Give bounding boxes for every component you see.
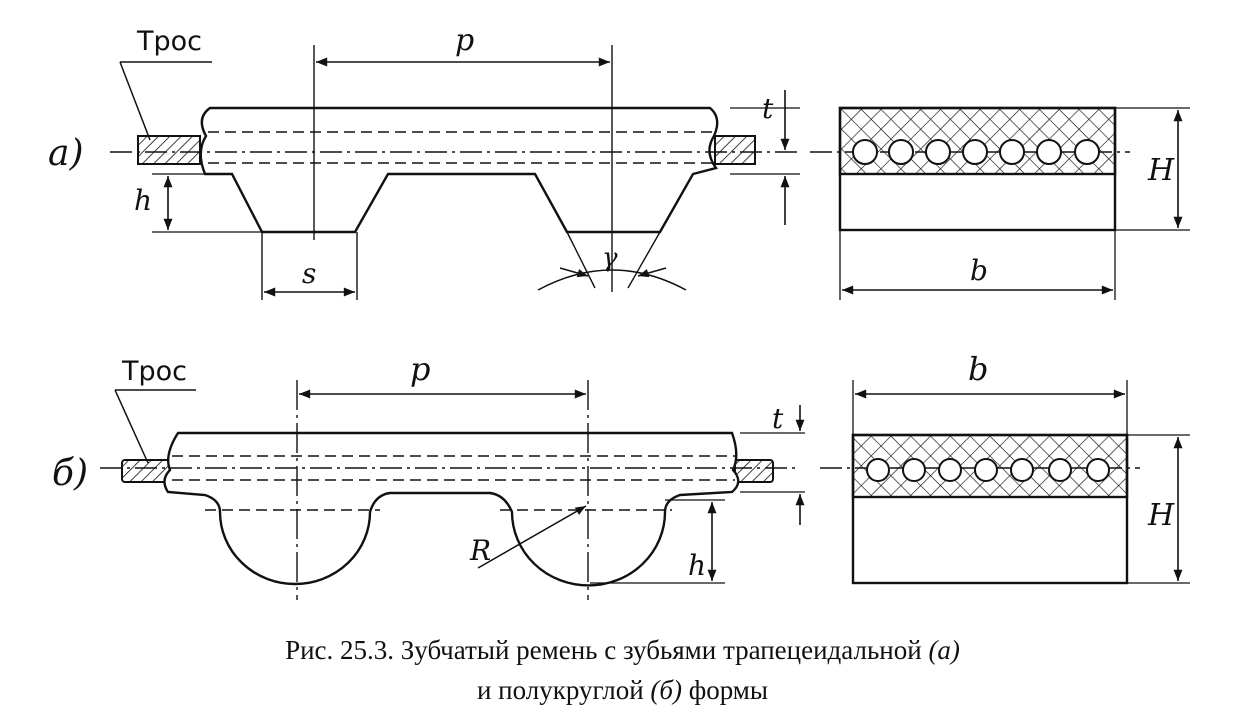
cable-label-a: Трос — [136, 26, 202, 57]
dim-h-b: h — [688, 549, 706, 582]
dim-b-a: b — [970, 254, 988, 287]
dim-b-b: b — [968, 350, 988, 388]
cable-end-left-a — [137, 135, 201, 165]
dim-p-b: p — [410, 350, 430, 388]
figure-b-side-view — [100, 380, 805, 600]
dim-H-b: H — [1147, 498, 1175, 533]
caption-line-2: и полукруглой (б) формы — [0, 670, 1245, 710]
cord-circles-b — [866, 458, 1110, 482]
caption-line-2-text: и полукруглой — [476, 675, 644, 705]
cord-circles-a — [852, 139, 1100, 165]
figure-a-side-view — [110, 45, 800, 300]
dim-p-a: p — [455, 23, 474, 58]
figure-a-cross-section — [810, 106, 1190, 300]
caption-line-1-text: Рис. 25.3. Зубчатый ремень с зубьями тра… — [285, 635, 922, 665]
cable-end-right-a — [714, 135, 756, 165]
caption-mark-a: (а) — [928, 635, 960, 665]
dim-t-a: t — [762, 92, 774, 125]
dim-H-a: H — [1147, 153, 1175, 188]
trapezoidal-belt-outline — [199, 106, 719, 234]
figure-caption: Рис. 25.3. Зубчатый ремень с зубьями тра… — [0, 630, 1245, 710]
dim-R-b: R — [469, 534, 491, 567]
cable-end-right-b — [734, 459, 774, 483]
dim-t-b: t — [772, 402, 784, 435]
caption-mark-b: (б) — [650, 675, 682, 705]
caption-line-1: Рис. 25.3. Зубчатый ремень с зубьями тра… — [0, 630, 1245, 670]
dim-h-a: h — [134, 184, 152, 217]
cable-label-b: Трос — [121, 356, 187, 387]
semicircular-belt-outline — [163, 431, 740, 587]
caption-line-2-suffix: формы — [688, 675, 769, 705]
panel-label-b: б) — [52, 453, 88, 494]
figure-b-cross-section — [820, 380, 1190, 585]
dim-s-a: s — [302, 257, 316, 290]
panel-label-a: а) — [48, 133, 84, 174]
dim-gamma-a: γ — [602, 243, 618, 273]
